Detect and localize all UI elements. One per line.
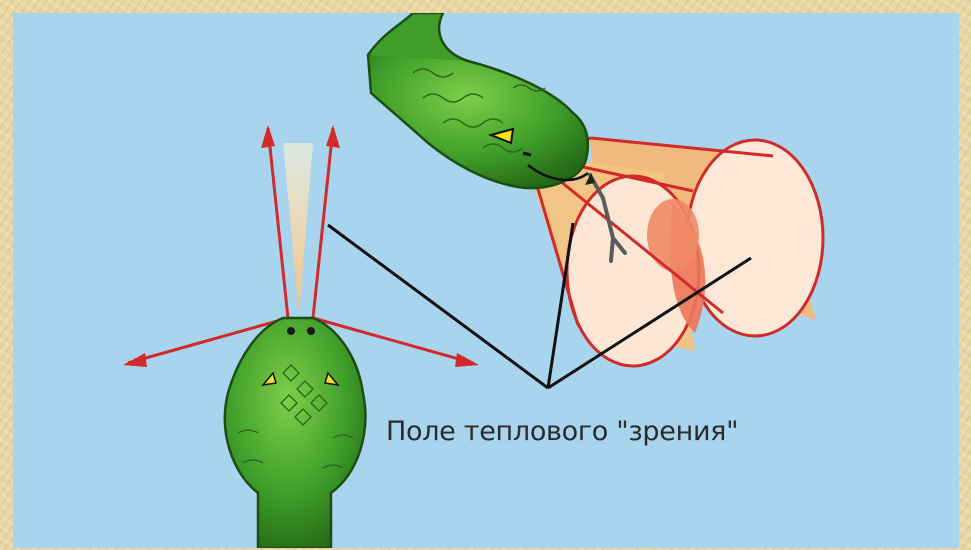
cone-disc-back [687,140,823,336]
snake-heat-vision-diagram [13,13,959,548]
arrowhead-right [455,353,479,367]
arrowhead-up-right [326,125,340,148]
arrowhead-left [123,353,147,367]
arrowhead-up-left [261,125,275,148]
cone-overlap-inner [647,199,699,271]
diagram-panel: Поле теплового "зрения" [13,13,959,548]
snake-top-head [225,318,365,548]
snake-side-head [368,13,588,188]
heat-vision-caption: Поле теплового "зрения" [386,416,738,447]
